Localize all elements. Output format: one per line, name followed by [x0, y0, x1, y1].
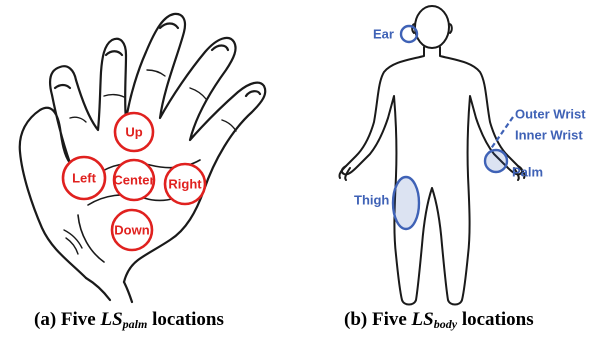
palm-label-up: Up	[125, 125, 142, 140]
caption-b-subscript: body	[434, 317, 457, 331]
palm-marker-left: Left	[63, 157, 105, 199]
body-label-thigh: Thigh	[354, 193, 389, 208]
caption-a: (a) Five LSpalm locations	[34, 309, 224, 332]
palm-label-down: Down	[114, 223, 149, 238]
palm-label-left: Left	[72, 171, 97, 186]
palm-label-right: Right	[168, 177, 202, 192]
caption-a-prefix: (a) Five	[34, 309, 100, 330]
palm-circle	[485, 150, 507, 172]
palm-marker-right: Right	[165, 164, 205, 204]
hand-drawing	[20, 14, 266, 302]
caption-b: (b) Five LSbody locations	[344, 309, 534, 332]
palm-marker-up: Up	[115, 113, 153, 151]
caption-a-suffix: locations	[147, 309, 224, 330]
caption-a-term: LS	[100, 309, 122, 330]
body-label-palm: Palm	[512, 165, 543, 180]
caption-b-term: LS	[412, 309, 434, 330]
body-marker-wrist: Outer Wrist Inner Wrist	[490, 107, 586, 151]
ear-circle	[401, 26, 417, 42]
caption-a-subscript: palm	[123, 317, 148, 331]
body-label-outer-wrist: Outer Wrist	[515, 107, 586, 122]
palm-label-center: Center	[113, 173, 154, 188]
palm-marker-center: Center	[113, 160, 154, 200]
palm-marker-down: Down	[112, 210, 152, 250]
body-marker-thigh: Thigh	[354, 177, 419, 229]
body-marker-palm: Palm	[485, 150, 543, 180]
thigh-ellipse	[393, 177, 419, 229]
body-label-ear: Ear	[373, 27, 394, 42]
caption-b-suffix: locations	[457, 309, 534, 330]
body-marker-ear: Ear	[373, 26, 417, 42]
body-panel: Ear Outer Wrist Inner Wrist Palm Thigh	[339, 6, 586, 305]
caption-b-prefix: (b) Five	[344, 309, 412, 330]
body-label-inner-wrist: Inner Wrist	[515, 128, 583, 143]
hand-panel: Up Left Center Right Down	[20, 14, 266, 302]
